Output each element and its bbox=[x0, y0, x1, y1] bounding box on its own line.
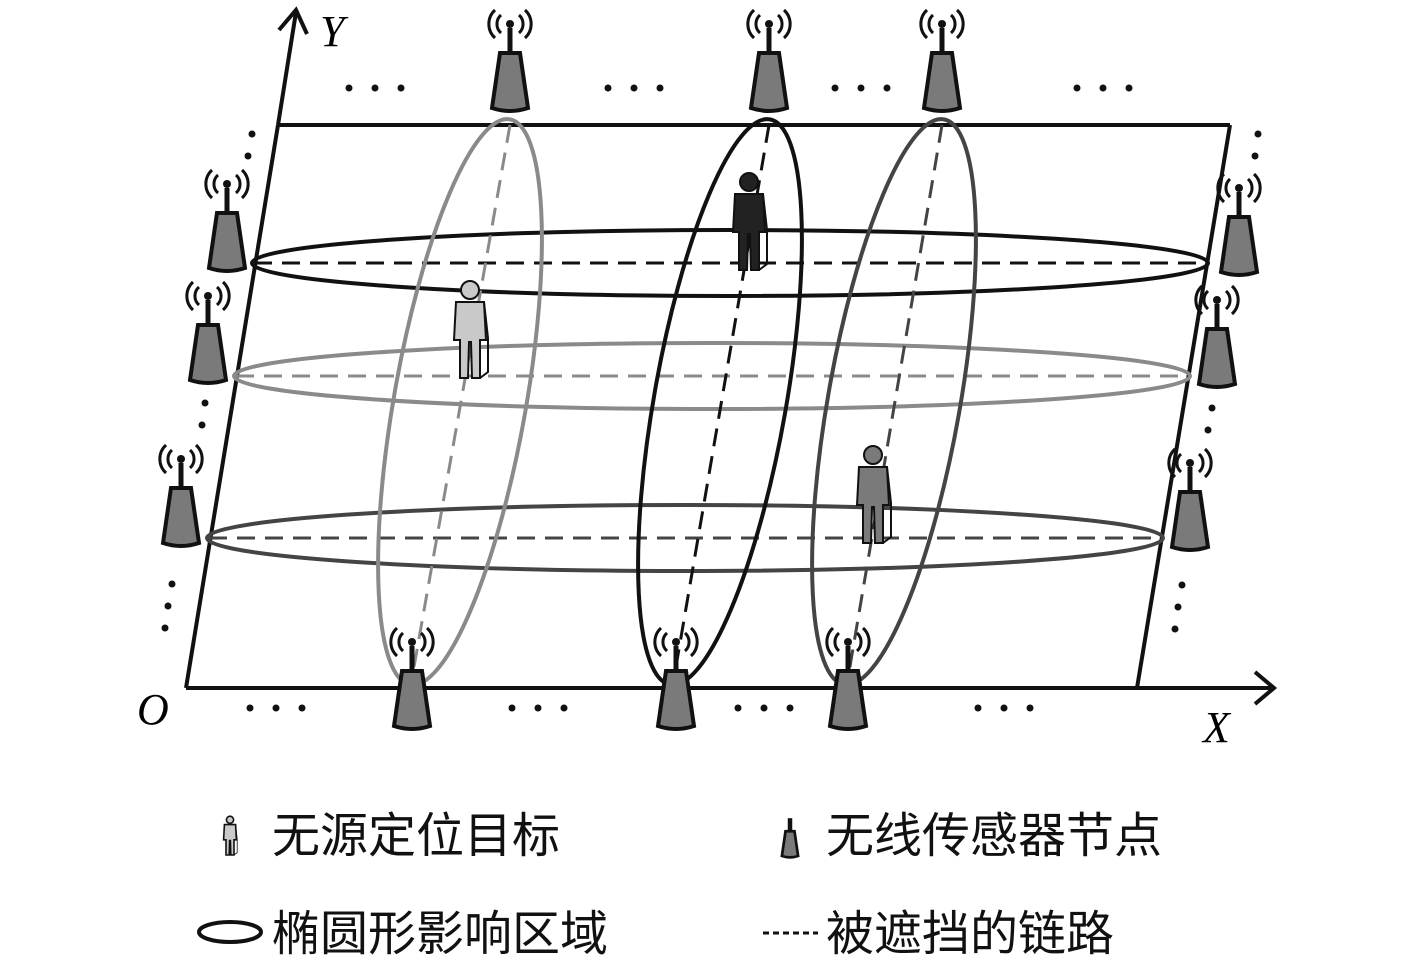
y-axis-label: Y bbox=[320, 7, 349, 56]
person-icon bbox=[453, 280, 489, 379]
blocked-link-right bbox=[846, 124, 944, 679]
legend-target-label: 无源定位目标 bbox=[272, 808, 560, 864]
origin-label: O bbox=[137, 685, 169, 734]
legend-ellipse-label: 椭圆形影响区域 bbox=[272, 906, 608, 962]
horizontal-ellipse-middle bbox=[232, 341, 1192, 411]
x-axis-label: X bbox=[1201, 703, 1232, 752]
legend: 无源定位目标 无线传感器节点 椭圆形影响区域 被遮挡的链路 bbox=[197, 808, 1162, 962]
antenna-node-icon bbox=[486, 8, 534, 113]
antenna-node-icon bbox=[780, 818, 800, 859]
ellipse-icon bbox=[197, 920, 263, 944]
person-icon bbox=[222, 815, 238, 856]
legend-node-label: 无线传感器节点 bbox=[826, 808, 1162, 864]
region-boundary bbox=[184, 123, 1232, 690]
y-axis bbox=[276, 6, 309, 126]
horizontal-ellipse-bottom bbox=[205, 503, 1165, 573]
antenna-node-icon bbox=[203, 168, 251, 273]
legend-link-label: 被遮挡的链路 bbox=[826, 906, 1114, 962]
antenna-node-icon bbox=[1215, 172, 1263, 277]
antenna-node-icon bbox=[184, 280, 232, 385]
blocked-link-left bbox=[410, 124, 512, 679]
person-icon bbox=[732, 172, 768, 271]
x-axis bbox=[186, 670, 1278, 706]
horizontal-ellipse-top bbox=[250, 228, 1210, 298]
antenna-node-icon bbox=[157, 443, 205, 548]
antenna-node-icon bbox=[745, 8, 793, 113]
antenna-node-icon bbox=[918, 8, 966, 113]
ellipsis-dots bbox=[161, 84, 1262, 712]
